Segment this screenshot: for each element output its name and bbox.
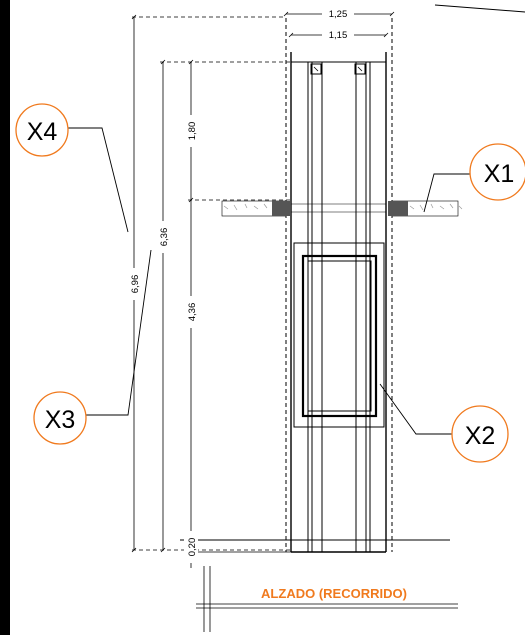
- title-block: [196, 566, 458, 632]
- dim-total-height-label: 6,96: [130, 275, 141, 294]
- dim-travel-height: [160, 59, 166, 553]
- svg-text:X1: X1: [484, 160, 515, 188]
- dim-travel-height-label: 6,36: [159, 228, 170, 247]
- svg-text:X2: X2: [465, 422, 496, 450]
- landing-slab-left: [221, 200, 290, 217]
- dim-extension-lines: [132, 16, 291, 551]
- svg-text:X3: X3: [45, 406, 76, 434]
- svg-text:X4: X4: [27, 118, 58, 146]
- callout-x3: X3: [33, 249, 152, 445]
- dim-pit-depth-label: 0,20: [187, 538, 198, 557]
- left-border: [0, 0, 10, 635]
- callout-x2: X2: [379, 383, 509, 463]
- dim-inner-width-label: 1,15: [329, 30, 348, 41]
- dim-outer-width-label: 1,25: [329, 9, 348, 20]
- shaft: [285, 18, 393, 553]
- dim-lower-height-label: 4,36: [187, 303, 198, 322]
- lift-cabin: [293, 242, 385, 428]
- drawing-title: ALZADO (RECORRIDO): [261, 586, 407, 601]
- corner-line: [434, 4, 525, 13]
- callout-x1: X1: [423, 143, 525, 213]
- callout-x4: X4: [15, 103, 129, 233]
- dim-upper-height-label: 1,80: [187, 122, 198, 141]
